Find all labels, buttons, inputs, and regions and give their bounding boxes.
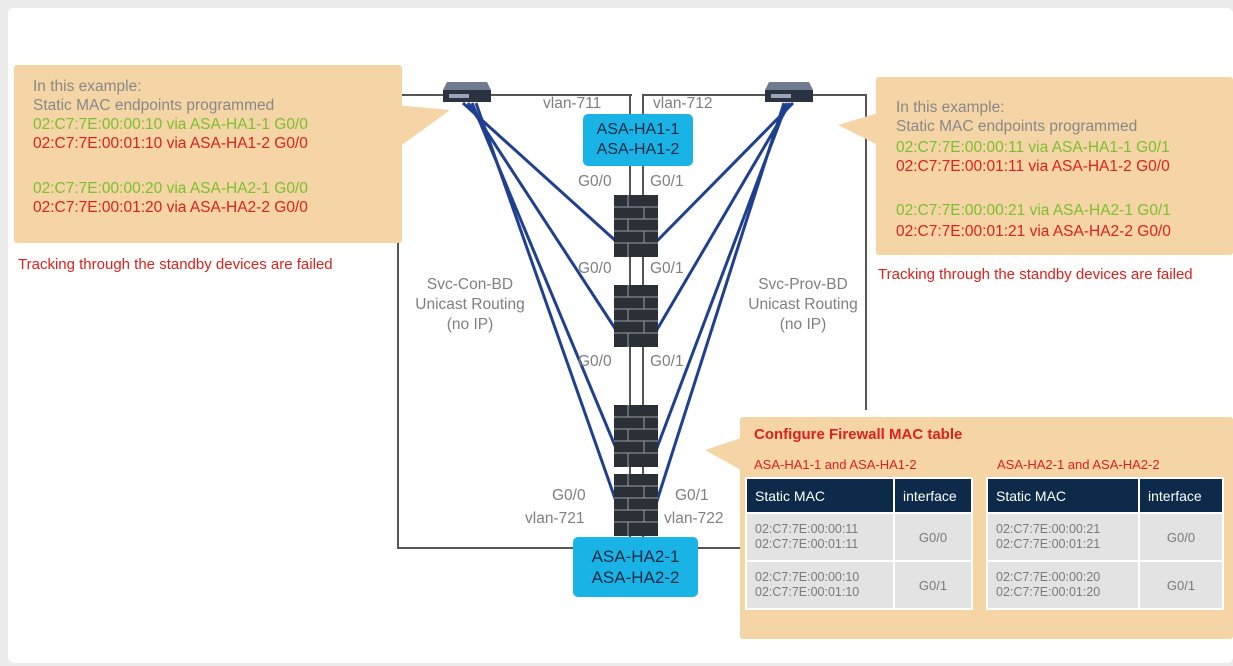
table-header-row: Static MAC interface xyxy=(745,477,973,514)
interface-label-g00: G0/0 xyxy=(578,260,612,277)
svc-con-bd-line: Unicast Routing xyxy=(415,296,525,313)
left-callout-line: Static MAC endpoints programmed xyxy=(33,97,275,114)
interface-label-g00: G0/0 xyxy=(552,487,586,504)
left-callout xyxy=(14,65,402,243)
link xyxy=(653,102,786,508)
col-header-interface: interface xyxy=(893,477,973,514)
mac-value: 02:C7:7E:00:00:20 xyxy=(996,570,1101,584)
mac-table-title: Configure Firewall MAC table xyxy=(754,426,963,443)
switch-icon xyxy=(443,82,491,102)
switch-icon xyxy=(765,82,813,102)
right-callout-line: Static MAC endpoints programmed xyxy=(896,118,1138,135)
link xyxy=(461,101,620,245)
mac-value: 02:C7:7E:00:00:21 xyxy=(996,522,1101,536)
firewall-icon xyxy=(614,474,658,536)
left-callout-line: 02:C7:7E:00:00:20 via ASA-HA2-1 G0/0 xyxy=(33,180,308,197)
right-table-title: ASA-HA2-1 and ASA-HA2-2 xyxy=(997,457,1160,472)
svc-prov-bd-outline xyxy=(642,94,867,410)
left-callout-line: 02:C7:7E:00:00:10 via ASA-HA1-1 G0/0 xyxy=(33,116,308,133)
left-tracking-note: Tracking through the standby devices are… xyxy=(18,256,333,273)
link xyxy=(653,102,792,334)
interface-cell: G0/0 xyxy=(893,512,973,562)
vlan-721-label: vlan-721 xyxy=(525,510,585,527)
interface-label-g01: G0/1 xyxy=(675,487,709,504)
interface-label-g00: G0/0 xyxy=(578,173,612,190)
col-header-mac: Static MAC xyxy=(986,477,1140,514)
right-callout xyxy=(876,77,1233,255)
svc-con-bd-label: Svc-Con-BD Unicast Routing (no IP) xyxy=(405,275,535,335)
mac-value: 02:C7:7E:00:00:10 xyxy=(755,570,860,584)
interface-label-g01: G0/1 xyxy=(650,173,684,190)
mac-value: 02:C7:7E:00:00:11 xyxy=(755,522,859,536)
asa-ha2-box: ASA-HA2-1 ASA-HA2-2 xyxy=(573,537,698,597)
svc-prov-bd-line: Unicast Routing xyxy=(748,296,858,313)
right-callout-line: 02:C7:7E:00:00:11 via ASA-HA1-1 G0/1 xyxy=(896,139,1170,156)
asa-ha1-box: ASA-HA1-1 ASA-HA1-2 xyxy=(583,114,693,166)
mac-value: 02:C7:7E:00:01:10 xyxy=(755,585,860,599)
mac-value: 02:C7:7E:00:01:11 xyxy=(755,537,859,551)
asa-ha1-1-label: ASA-HA1-1 xyxy=(596,121,680,138)
col-header-interface: interface xyxy=(1138,477,1224,514)
asa-ha2-2-label: ASA-HA2-2 xyxy=(591,568,680,587)
link xyxy=(474,102,620,508)
left-callout-pointer xyxy=(395,105,450,150)
interface-label-g00: G0/0 xyxy=(578,353,612,370)
firewall-icon xyxy=(614,285,658,347)
right-callout-line: 02:C7:7E:00:01:11 via ASA-HA1-2 G0/0 xyxy=(896,158,1170,175)
table-callout-pointer xyxy=(705,435,750,475)
interface-cell: G0/1 xyxy=(893,560,973,610)
interface-cell: G0/1 xyxy=(1138,560,1224,610)
right-tracking-note: Tracking through the standby devices are… xyxy=(878,266,1193,283)
svc-prov-bd-label: Svc-Prov-BD Unicast Routing (no IP) xyxy=(738,275,868,335)
left-switch-links xyxy=(461,101,795,508)
firewall-icon xyxy=(614,195,658,257)
mac-value: 02:C7:7E:00:01:20 xyxy=(996,585,1101,599)
interface-label-g01: G0/1 xyxy=(650,353,684,370)
svc-con-bd-line: (no IP) xyxy=(446,316,494,333)
svc-prov-bd-line: Svc-Prov-BD xyxy=(758,276,848,293)
left-callout-line: 02:C7:7E:00:01:10 via ASA-HA1-2 G0/0 xyxy=(33,135,308,152)
interface-cell: G0/0 xyxy=(1138,512,1224,562)
left-callout-line: In this example: xyxy=(33,78,142,95)
svc-prov-bd-line: (no IP) xyxy=(779,316,827,333)
svc-con-bd-line: Svc-Con-BD xyxy=(426,276,514,293)
right-callout-line: 02:C7:7E:00:01:21 via ASA-HA2-2 G0/0 xyxy=(896,223,1171,240)
interface-label-g01: G0/1 xyxy=(650,260,684,277)
asa-ha2-1-label: ASA-HA2-1 xyxy=(591,547,680,566)
col-header-mac: Static MAC xyxy=(745,477,895,514)
vlan-722-label: vlan-722 xyxy=(664,510,724,527)
mac-value: 02:C7:7E:00:01:21 xyxy=(996,537,1101,551)
right-callout-line: 02:C7:7E:00:00:21 via ASA-HA2-1 G0/1 xyxy=(896,202,1171,219)
link xyxy=(653,101,795,245)
firewall-icon xyxy=(614,405,658,467)
vlan-712-label: vlan-712 xyxy=(653,95,713,112)
left-table-title: ASA-HA1-1 and ASA-HA1-2 xyxy=(754,457,917,472)
right-callout-line: In this example: xyxy=(896,99,1005,116)
asa-ha1-2-label: ASA-HA1-2 xyxy=(596,141,680,158)
vlan-711-label: vlan-711 xyxy=(543,95,602,112)
svc-con-bd-outline xyxy=(397,94,632,549)
link xyxy=(466,102,620,334)
right-callout-pointer xyxy=(838,110,888,150)
left-callout-line: 02:C7:7E:00:01:20 via ASA-HA2-2 G0/0 xyxy=(33,199,308,216)
table-header-row: Static MAC interface xyxy=(986,477,1224,514)
